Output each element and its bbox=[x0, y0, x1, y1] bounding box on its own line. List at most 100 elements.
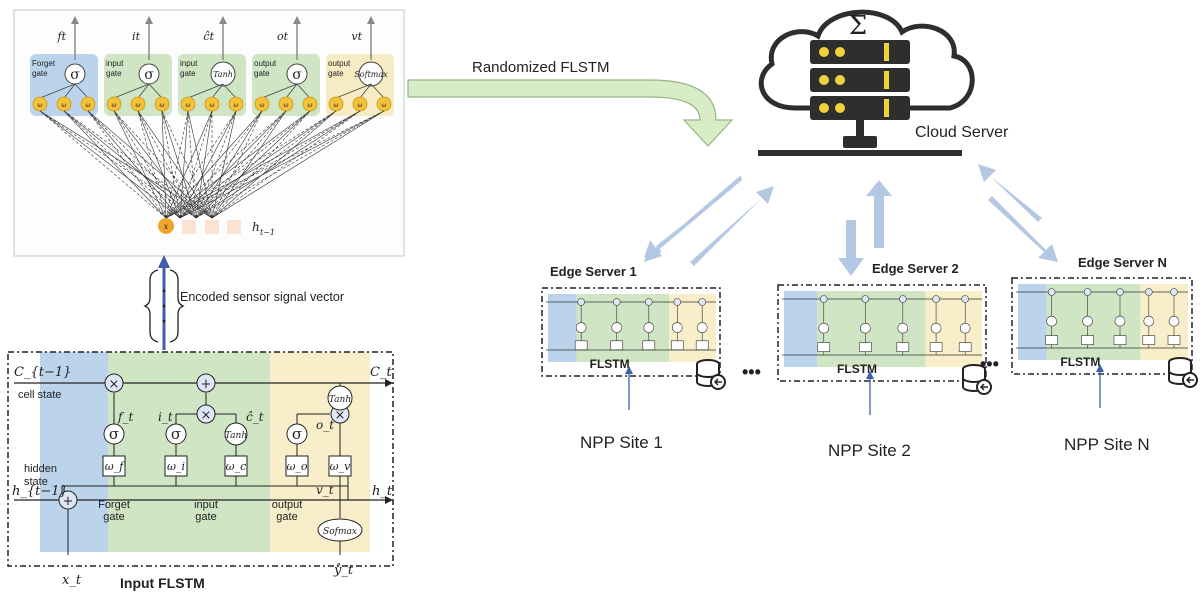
tanh-input: Tanh bbox=[225, 431, 247, 441]
top-activation bbox=[358, 61, 384, 87]
top-input-node bbox=[182, 220, 196, 234]
cell-i: i_t bbox=[158, 410, 173, 424]
npp-site-label: NPP Site N bbox=[1064, 435, 1150, 454]
w-f: ω_f bbox=[105, 460, 125, 473]
top-input-h-sub: t−1 bbox=[260, 228, 275, 237]
top-gate-output: ĉt bbox=[203, 30, 214, 43]
edge-server-3: Edge Server N FLSTM NPP Site N bbox=[1011, 255, 1198, 454]
top-activation-symbol: σ bbox=[292, 67, 302, 83]
forget-gate-label-2: gate bbox=[103, 511, 124, 523]
top-input-node bbox=[205, 220, 219, 234]
cell-h-next: h_t bbox=[372, 484, 393, 499]
cloud-server-label: Cloud Server bbox=[915, 124, 1009, 141]
top-weight-label: ω bbox=[382, 102, 387, 109]
top-weight-label: ω bbox=[334, 102, 339, 109]
top-gate-name: output bbox=[254, 59, 277, 68]
cloud-sigma: Σ bbox=[849, 11, 867, 41]
encoded-vector-label: Encoded sensor signal vector bbox=[180, 290, 344, 304]
dots-2: ••• bbox=[980, 354, 999, 374]
top-weight-label: ω bbox=[38, 102, 43, 109]
w-c: ω_c bbox=[226, 460, 247, 473]
sigma-input: σ bbox=[171, 425, 181, 443]
edge-server-title: Edge Server N bbox=[1078, 255, 1167, 270]
edge-server-title: Edge Server 1 bbox=[550, 264, 637, 279]
npp-site-label: NPP Site 2 bbox=[828, 441, 911, 460]
top-input-x: x bbox=[164, 222, 169, 231]
dots-1: ••• bbox=[742, 362, 761, 382]
top-activation bbox=[210, 61, 236, 87]
top-weight-label: ω bbox=[136, 102, 141, 109]
top-weight-label: ω bbox=[186, 102, 191, 109]
svg-text:+: + bbox=[201, 377, 212, 392]
input-to-network-arrow bbox=[158, 255, 170, 350]
top-gate-name: gate bbox=[328, 69, 344, 78]
randomized-arrow bbox=[407, 79, 734, 147]
database-icon bbox=[696, 359, 726, 390]
cloud-server bbox=[758, 9, 975, 156]
randomized-flstm-label: Randomized FLSTM bbox=[472, 59, 610, 76]
input-gate-label-1: input bbox=[194, 499, 218, 511]
top-gate-name: input bbox=[106, 59, 124, 68]
database-icon bbox=[1168, 357, 1198, 388]
edge-model-label: FLSTM bbox=[837, 362, 877, 376]
cell-c-next: C_t bbox=[370, 365, 392, 380]
edge-model-label: FLSTM bbox=[590, 357, 630, 371]
top-gate-output: vt bbox=[351, 30, 362, 43]
top-activation-symbol: Tanh bbox=[213, 70, 233, 79]
top-gate-name: gate bbox=[106, 69, 122, 78]
top-input-h: h bbox=[252, 220, 260, 234]
input-gate-label-2: gate bbox=[195, 511, 216, 523]
cell-state-label: cell state bbox=[18, 389, 61, 401]
cell-f: f_t bbox=[117, 410, 133, 424]
top-weight-label: ω bbox=[86, 102, 91, 109]
cell-c-prev: C_{t−1} bbox=[14, 365, 71, 380]
hidden-state-label-1: hidden bbox=[24, 463, 57, 475]
sigma-output: σ bbox=[292, 425, 302, 443]
cell-y: ŷ_t bbox=[333, 563, 354, 578]
edge-model-label: FLSTM bbox=[1060, 355, 1100, 369]
top-weight-label: ω bbox=[260, 102, 265, 109]
top-weight-label: ω bbox=[234, 102, 239, 109]
cell-v: v_t bbox=[316, 483, 334, 497]
npp-site-label: NPP Site 1 bbox=[580, 433, 663, 452]
softmax-label: Sofmax bbox=[323, 527, 357, 537]
top-gate-output: ft bbox=[57, 30, 67, 43]
top-connection-lines bbox=[39, 110, 385, 219]
top-gate-name: gate bbox=[180, 69, 196, 78]
top-gate-output: it bbox=[132, 30, 141, 43]
database-icon bbox=[962, 364, 992, 395]
svg-text:+: + bbox=[63, 494, 74, 509]
top-gate-name: input bbox=[180, 59, 198, 68]
top-gate-name: gate bbox=[254, 69, 270, 78]
cell-x: x_t bbox=[62, 573, 82, 588]
top-weight-label: ω bbox=[62, 102, 67, 109]
w-i: ω_i bbox=[167, 460, 185, 473]
top-weight-label: ω bbox=[160, 102, 165, 109]
tanh-output: Tanh bbox=[329, 395, 351, 405]
input-flstm-title: Input FLSTM bbox=[120, 575, 205, 591]
top-input-node bbox=[227, 220, 241, 234]
forget-gate-label-1: Forget bbox=[98, 499, 130, 511]
top-activation-symbol: σ bbox=[144, 67, 154, 83]
w-v: ω_v bbox=[330, 460, 351, 473]
top-activation-symbol: σ bbox=[70, 67, 80, 83]
edge-frame bbox=[777, 284, 987, 382]
edge-frame bbox=[541, 287, 721, 377]
edge-server-title: Edge Server 2 bbox=[872, 261, 959, 276]
top-input-node bbox=[158, 218, 174, 234]
input-flstm-cell: × × + × + C_{t−1 bbox=[7, 351, 394, 588]
svg-text:×: × bbox=[335, 408, 346, 423]
top-weight-label: ω bbox=[284, 102, 289, 109]
top-weight-label: ω bbox=[210, 102, 215, 109]
edge-server-1: Edge Server 1 FLSTM NPP Site 1 bbox=[541, 264, 726, 452]
top-weight-label: ω bbox=[308, 102, 313, 109]
top-gate-name: Forget bbox=[32, 59, 56, 68]
svg-text:×: × bbox=[201, 408, 212, 423]
top-gate-name: output bbox=[328, 59, 351, 68]
top-gate-name: gate bbox=[32, 69, 48, 78]
top-weight-label: ω bbox=[112, 102, 117, 109]
